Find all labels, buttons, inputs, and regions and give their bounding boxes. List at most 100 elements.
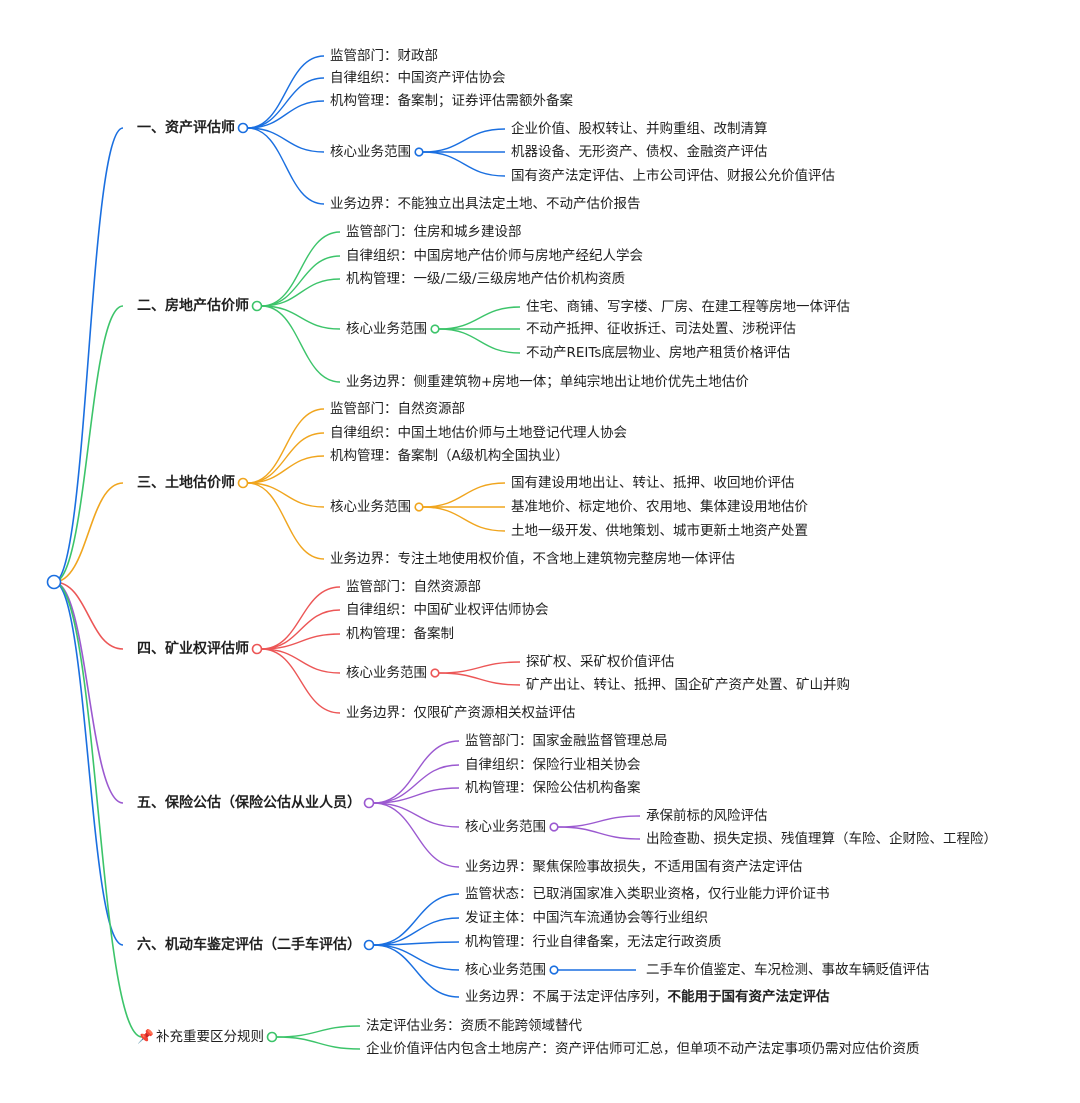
- pushpin-icon: 📌: [137, 1028, 154, 1045]
- branch-collapse-toggle[interactable]: [237, 477, 249, 489]
- branch-edge: [276, 1036, 361, 1050]
- scope-item: 出险查勘、损失定损、残值理算（车险、企财险、工程险）: [646, 830, 997, 847]
- branch-edge: [261, 278, 341, 307]
- branch-5: 五、保险公估（保险公估从业人员） 监管部门：国家金融监督管理总局自律组织：保险行业…: [137, 732, 997, 875]
- leaf-node: 自律组织：保险行业相关协会: [465, 757, 641, 773]
- branch-title[interactable]: 六、机动车鉴定评估（二手车评估）: [137, 936, 361, 953]
- leaf-node: 自律组织：中国房地产估价师与房地产经纪人学会: [346, 248, 643, 264]
- branch-title[interactable]: 四、矿业权评估师: [137, 640, 249, 657]
- branch-edge: [261, 586, 341, 650]
- scope-item: 机器设备、无形资产、债权、金融资产评估: [511, 143, 768, 160]
- branch-edge: [261, 305, 341, 383]
- scope-item: 企业价值、股权转让、并购重组、改制清算: [511, 120, 768, 137]
- scope-item: 探矿权、采矿权价值评估: [526, 653, 675, 670]
- branch-edge: [247, 455, 325, 484]
- branch-edge: [247, 77, 325, 129]
- leaf-node: 业务边界：不能独立出具法定土地、不动产估价报告: [330, 196, 641, 212]
- branch-title[interactable]: 一、资产评估师: [137, 119, 235, 136]
- leaf-node: 发证主体：中国汽车流通协会等行业组织: [465, 909, 708, 926]
- root-edge: [53, 127, 124, 583]
- branch-title[interactable]: 二、房地产估价师: [137, 297, 249, 314]
- scope-edge: [438, 661, 521, 674]
- root-edge: [53, 581, 124, 946]
- nodes: 一、资产评估师监管部门：财政部自律组织：中国资产评估协会机构管理：备案制；证券评…: [46, 48, 997, 1057]
- scope-collapse-toggle[interactable]: [430, 668, 440, 678]
- branch-title[interactable]: 三、土地估价师: [137, 474, 235, 491]
- scope-edge: [422, 506, 506, 532]
- scope-edge: [438, 672, 521, 686]
- leaf-node: 业务边界：不属于法定评估序列，不能用于国有资产法定评估: [465, 988, 830, 1005]
- leaf-node: 机构管理：行业自律备案，无法定行政资质: [465, 933, 722, 950]
- scope-edge: [438, 328, 521, 354]
- leaf-node: 自律组织：中国资产评估协会: [330, 70, 506, 86]
- scope-collapse-toggle[interactable]: [430, 324, 440, 334]
- branch-edge: [373, 787, 460, 804]
- branch-edge: [261, 255, 341, 307]
- leaf-node: 监管状态：已取消国家准入类职业资格，仅行业能力评价证书: [465, 885, 830, 902]
- branch-1: 一、资产评估师监管部门：财政部自律组织：中国资产评估协会机构管理：备案制；证券评…: [137, 48, 835, 212]
- branch-edge: [261, 305, 341, 330]
- scope-edge: [557, 826, 641, 840]
- branch-edge: [261, 648, 341, 674]
- branch-title[interactable]: 补充重要区分规则: [156, 1029, 264, 1045]
- branch-edge: [261, 633, 341, 650]
- scope-node: 核心业务范围: [465, 819, 546, 835]
- leaf-node: 监管部门：国家金融监督管理总局: [465, 732, 668, 749]
- branch-edge: [247, 55, 325, 129]
- branch-collapse-toggle[interactable]: [266, 1031, 278, 1043]
- root-edge: [53, 581, 124, 650]
- leaf-node: 机构管理：一级/二级/三级房地产估价机构资质: [346, 271, 625, 287]
- scope-node: 核心业务范围: [330, 499, 411, 515]
- scope-collapse-toggle[interactable]: [414, 502, 424, 512]
- branch-edge: [373, 740, 460, 804]
- branch-collapse-toggle[interactable]: [251, 300, 263, 312]
- scope-edge: [422, 128, 506, 153]
- branch-edge: [373, 944, 460, 998]
- leaf-node: 自律组织：中国土地估价师与土地登记代理人协会: [330, 425, 627, 441]
- scope-edge: [422, 482, 506, 508]
- branch-edge: [276, 1025, 361, 1038]
- scope-item: 二手车价值鉴定、车况检测、事故车辆贬值评估: [646, 961, 930, 978]
- branch-edge: [247, 432, 325, 484]
- scope-item: 矿产出让、转让、抵押、国企矿产资产处置、矿山并购: [526, 676, 850, 693]
- branch-edge: [261, 648, 341, 714]
- branch-collapse-toggle[interactable]: [251, 643, 263, 655]
- branch-edge: [373, 802, 460, 828]
- leaf-node: 机构管理：保险公估机构备案: [465, 779, 641, 796]
- root-node[interactable]: [46, 574, 62, 590]
- branch-edge: [247, 127, 325, 205]
- edges: [53, 55, 641, 1050]
- leaf-node: 机构管理：备案制；证券评估需额外备案: [330, 92, 573, 109]
- branch-edge: [247, 100, 325, 129]
- branch-edge: [373, 802, 460, 868]
- branch-edge: [373, 941, 460, 946]
- branch-4: 四、矿业权评估师监管部门：自然资源部自律组织：中国矿业权评估师协会机构管理：备案…: [137, 578, 850, 721]
- branch-collapse-toggle[interactable]: [363, 797, 375, 809]
- branch-3: 三、土地估价师监管部门：自然资源部自律组织：中国土地估价师与土地登记代理人协会机…: [137, 400, 808, 567]
- leaf-node: 业务边界：侧重建筑物+房地一体；单纯宗地出让地价优先土地估价: [346, 374, 749, 390]
- branch-edge: [373, 917, 460, 946]
- scope-collapse-toggle[interactable]: [414, 147, 424, 157]
- scope-item: 基准地价、标定地价、农用地、集体建设用地估价: [511, 498, 808, 515]
- branch-7: 📌补充重要区分规则法定评估业务：资质不能跨领域替代企业价值评估内包含土地房产：资…: [137, 1018, 920, 1057]
- branch-edge: [247, 482, 325, 560]
- scope-edge: [557, 815, 641, 828]
- branch-collapse-toggle[interactable]: [237, 122, 249, 134]
- branch-edge: [373, 893, 460, 946]
- scope-item: 不动产REITs底层物业、房地产租赁价格评估: [526, 345, 790, 361]
- scope-item: 国有建设用地出让、转让、抵押、收回地价评估: [511, 475, 795, 491]
- leaf-node: 机构管理：备案制（A级机构全国执业）: [330, 447, 569, 464]
- root-edge: [53, 482, 124, 583]
- scope-node: 核心业务范围: [330, 144, 411, 160]
- leaf-node: 法定评估业务：资质不能跨领域替代: [366, 1018, 582, 1034]
- scope-collapse-toggle[interactable]: [549, 822, 559, 832]
- branch-6: 六、机动车鉴定评估（二手车评估） 监管状态：已取消国家准入类职业资格，仅行业能力评…: [137, 885, 930, 1005]
- branch-title[interactable]: 五、保险公估（保险公估从业人员）: [137, 794, 361, 811]
- leaf-node: 业务边界：专注土地使用权价值，不含地上建筑物完整房地一体评估: [330, 550, 735, 567]
- branch-collapse-toggle[interactable]: [363, 939, 375, 951]
- scope-item: 土地一级开发、供地策划、城市更新土地资产处置: [511, 522, 808, 539]
- branch-edge: [373, 764, 460, 804]
- branch-2: 二、房地产估价师监管部门：住房和城乡建设部自律组织：中国房地产估价师与房地产经纪…: [137, 224, 850, 390]
- scope-collapse-toggle[interactable]: [549, 965, 559, 975]
